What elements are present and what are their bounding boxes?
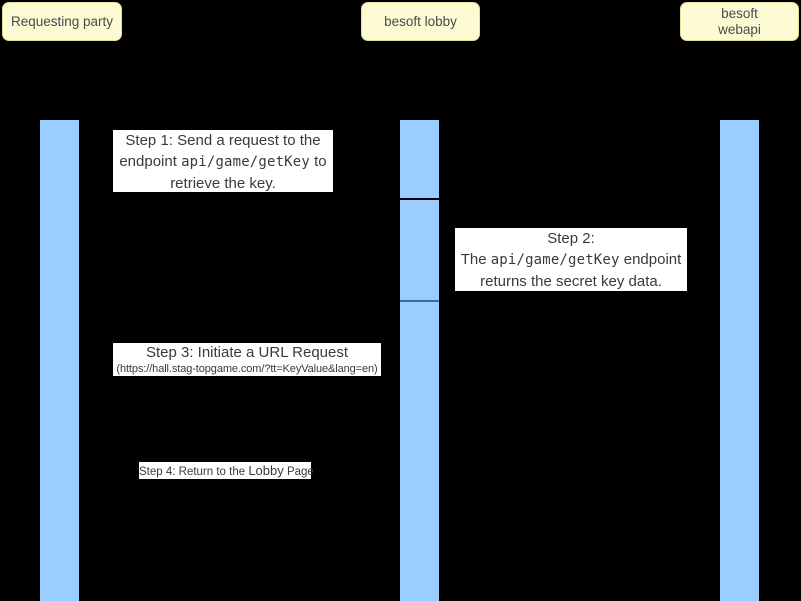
message-step-1-endpoint-code: api/game/getKey xyxy=(181,154,310,170)
message-step-4-line-1: Step 4: Return to the Lobby Page xyxy=(139,462,314,481)
message-label-step-3: Step 3: Initiate a URL Request (https://… xyxy=(113,343,381,376)
message-step-4-emphasis: Lobby xyxy=(248,463,284,478)
participant-besoft-lobby[interactable]: besoft lobby xyxy=(361,2,480,41)
lifeline-besoft-webapi xyxy=(720,120,759,601)
message-step-1-line-2: endpoint api/game/getKey to xyxy=(105,151,341,173)
lifeline-besoft-lobby-segment-3 xyxy=(400,302,439,601)
message-step-1-line-2-prefix: endpoint xyxy=(119,153,182,170)
participant-label: besoft lobby xyxy=(384,13,457,29)
message-step-2-line-1: Step 2: xyxy=(547,230,595,247)
participant-label: besoft webapi xyxy=(718,5,761,37)
message-step-4-prefix: Step 4: Return to the xyxy=(139,466,249,478)
message-step-2-line-2-suffix: endpoint xyxy=(619,251,682,268)
lifeline-besoft-lobby-segment-2 xyxy=(400,200,439,302)
lifeline-requesting-party xyxy=(40,120,79,601)
message-step-2-endpoint-code: api/game/getKey xyxy=(490,252,620,268)
message-step-1-line-1: Step 1: Send a request to the xyxy=(125,132,321,149)
message-step-1-line-3: retrieve the key. xyxy=(170,175,276,192)
message-label-step-4: Step 4: Return to the Lobby Page xyxy=(139,462,314,481)
participant-label: Requesting party xyxy=(10,13,114,29)
message-label-step-2: Step 2: The api/game/getKey endpoint ret… xyxy=(455,228,687,291)
lifeline-besoft-lobby-segment-1 xyxy=(400,120,439,200)
message-label-step-1: Step 1: Send a request to the endpoint a… xyxy=(113,130,333,192)
message-step-2-line-2-prefix: The xyxy=(460,251,491,268)
message-step-1-line-2-suffix: to xyxy=(309,153,327,170)
message-step-2-line-2: The api/game/getKey endpoint xyxy=(449,249,693,271)
participant-requesting-party[interactable]: Requesting party xyxy=(2,2,122,41)
message-step-3-line-1: Step 3: Initiate a URL Request xyxy=(145,344,349,361)
message-step-3-url: (https://hall.stag-topgame.com/?tt=KeyVa… xyxy=(116,363,378,375)
participant-besoft-webapi[interactable]: besoft webapi xyxy=(680,2,799,41)
message-step-2-line-3: returns the secret key data. xyxy=(480,273,662,290)
message-step-4-suffix: Page xyxy=(283,466,314,478)
